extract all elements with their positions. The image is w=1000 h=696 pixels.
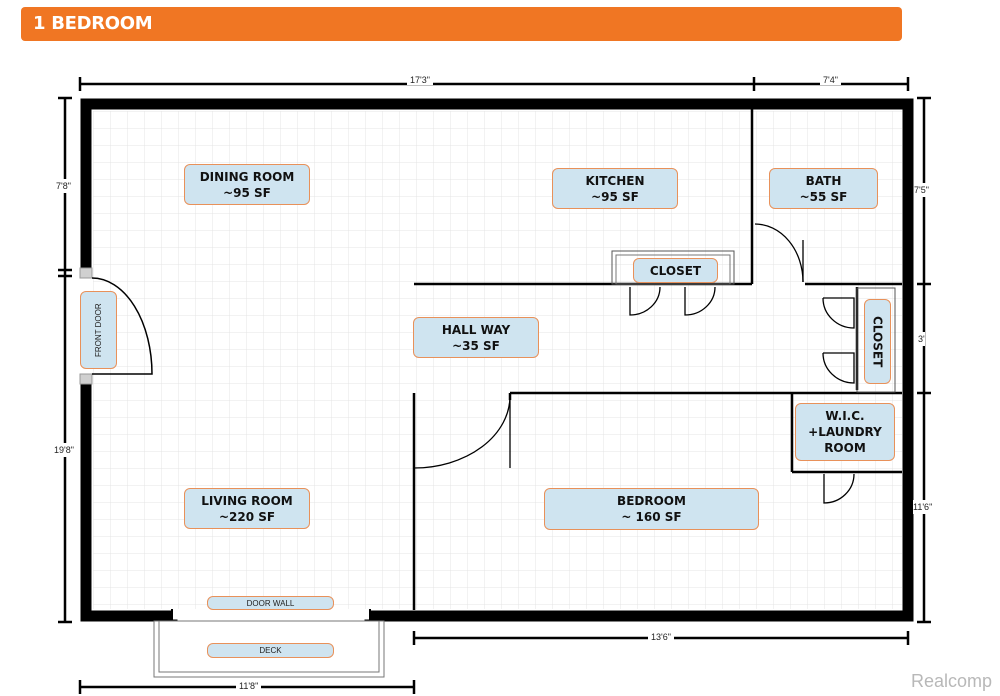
dim-bottom-left: 11'8" — [236, 681, 262, 691]
exterior-walls — [80, 98, 914, 622]
room-name: KITCHEN — [585, 173, 645, 188]
room-name: BEDROOM — [617, 494, 686, 508]
room-name: LIVING ROOM — [201, 493, 293, 508]
deck-text: DECK — [259, 646, 282, 655]
title-banner: 1 BEDROOM — [21, 7, 902, 41]
room-area: ~220 SF — [218, 509, 276, 524]
front-door-label: FRONT DOOR — [80, 291, 117, 369]
dim-left-lower: 19'8" — [54, 443, 74, 457]
door-wall-label: DOOR WALL — [207, 596, 334, 610]
room-name: CLOSET — [649, 263, 702, 278]
room-name: BATH — [805, 173, 842, 188]
dim-left-upper: 7'8" — [56, 179, 71, 193]
room-label-living: LIVING ROOM~220 SF — [184, 488, 310, 529]
door-jamb — [79, 267, 93, 279]
door-swings — [413, 223, 855, 504]
room-area: ~55 SF — [799, 189, 848, 204]
plan-title: 1 BEDROOM — [33, 13, 153, 34]
room-label-kitchen-closet: CLOSET — [633, 258, 718, 283]
watermark: Realcomp — [910, 671, 992, 691]
deck-label: DECK — [207, 643, 334, 658]
dim-right-upper: 7'5" — [914, 183, 929, 197]
door-jamb — [79, 373, 93, 385]
room-name: HALL WAY — [441, 322, 511, 337]
room-area: ~95 SF — [591, 189, 639, 204]
room-name: W.I.C. — [825, 409, 865, 423]
room-label-hallway: HALL WAY~35 SF — [413, 317, 539, 358]
room-label-dining: DINING ROOM~95 SF — [184, 164, 310, 205]
room-area: ~95 SF — [223, 185, 271, 200]
room-area: ~ 160 SF — [621, 510, 682, 524]
room-name: DINING ROOM — [199, 169, 295, 184]
room-name: CLOSET — [870, 315, 885, 368]
room-name-line2: +LAUNDRY — [808, 425, 882, 439]
room-label-bedroom: BEDROOM ~ 160 SF — [544, 488, 759, 530]
deck-outline — [153, 620, 385, 678]
room-label-wic: W.I.C. +LAUNDRY ROOM — [795, 403, 895, 461]
hall-closet-frame — [856, 287, 896, 393]
door-wall-text: DOOR WALL — [246, 598, 295, 608]
dim-right-middle: 3' — [918, 332, 925, 346]
dim-top-right: 7'4" — [820, 75, 841, 85]
room-name-line3: ROOM — [824, 441, 866, 455]
dim-top-left: 17'3" — [407, 75, 433, 85]
front-door-text: FRONT DOOR — [94, 303, 103, 357]
room-area: ~35 SF — [452, 338, 500, 353]
front-door-swing — [91, 277, 153, 375]
room-label-kitchen: KITCHEN~95 SF — [552, 168, 678, 209]
room-label-bath: BATH~55 SF — [769, 168, 878, 209]
dim-bottom-right: 13'6" — [648, 632, 674, 642]
dim-right-lower: 11'6" — [913, 500, 933, 514]
room-label-hall-closet: CLOSET — [864, 299, 891, 384]
